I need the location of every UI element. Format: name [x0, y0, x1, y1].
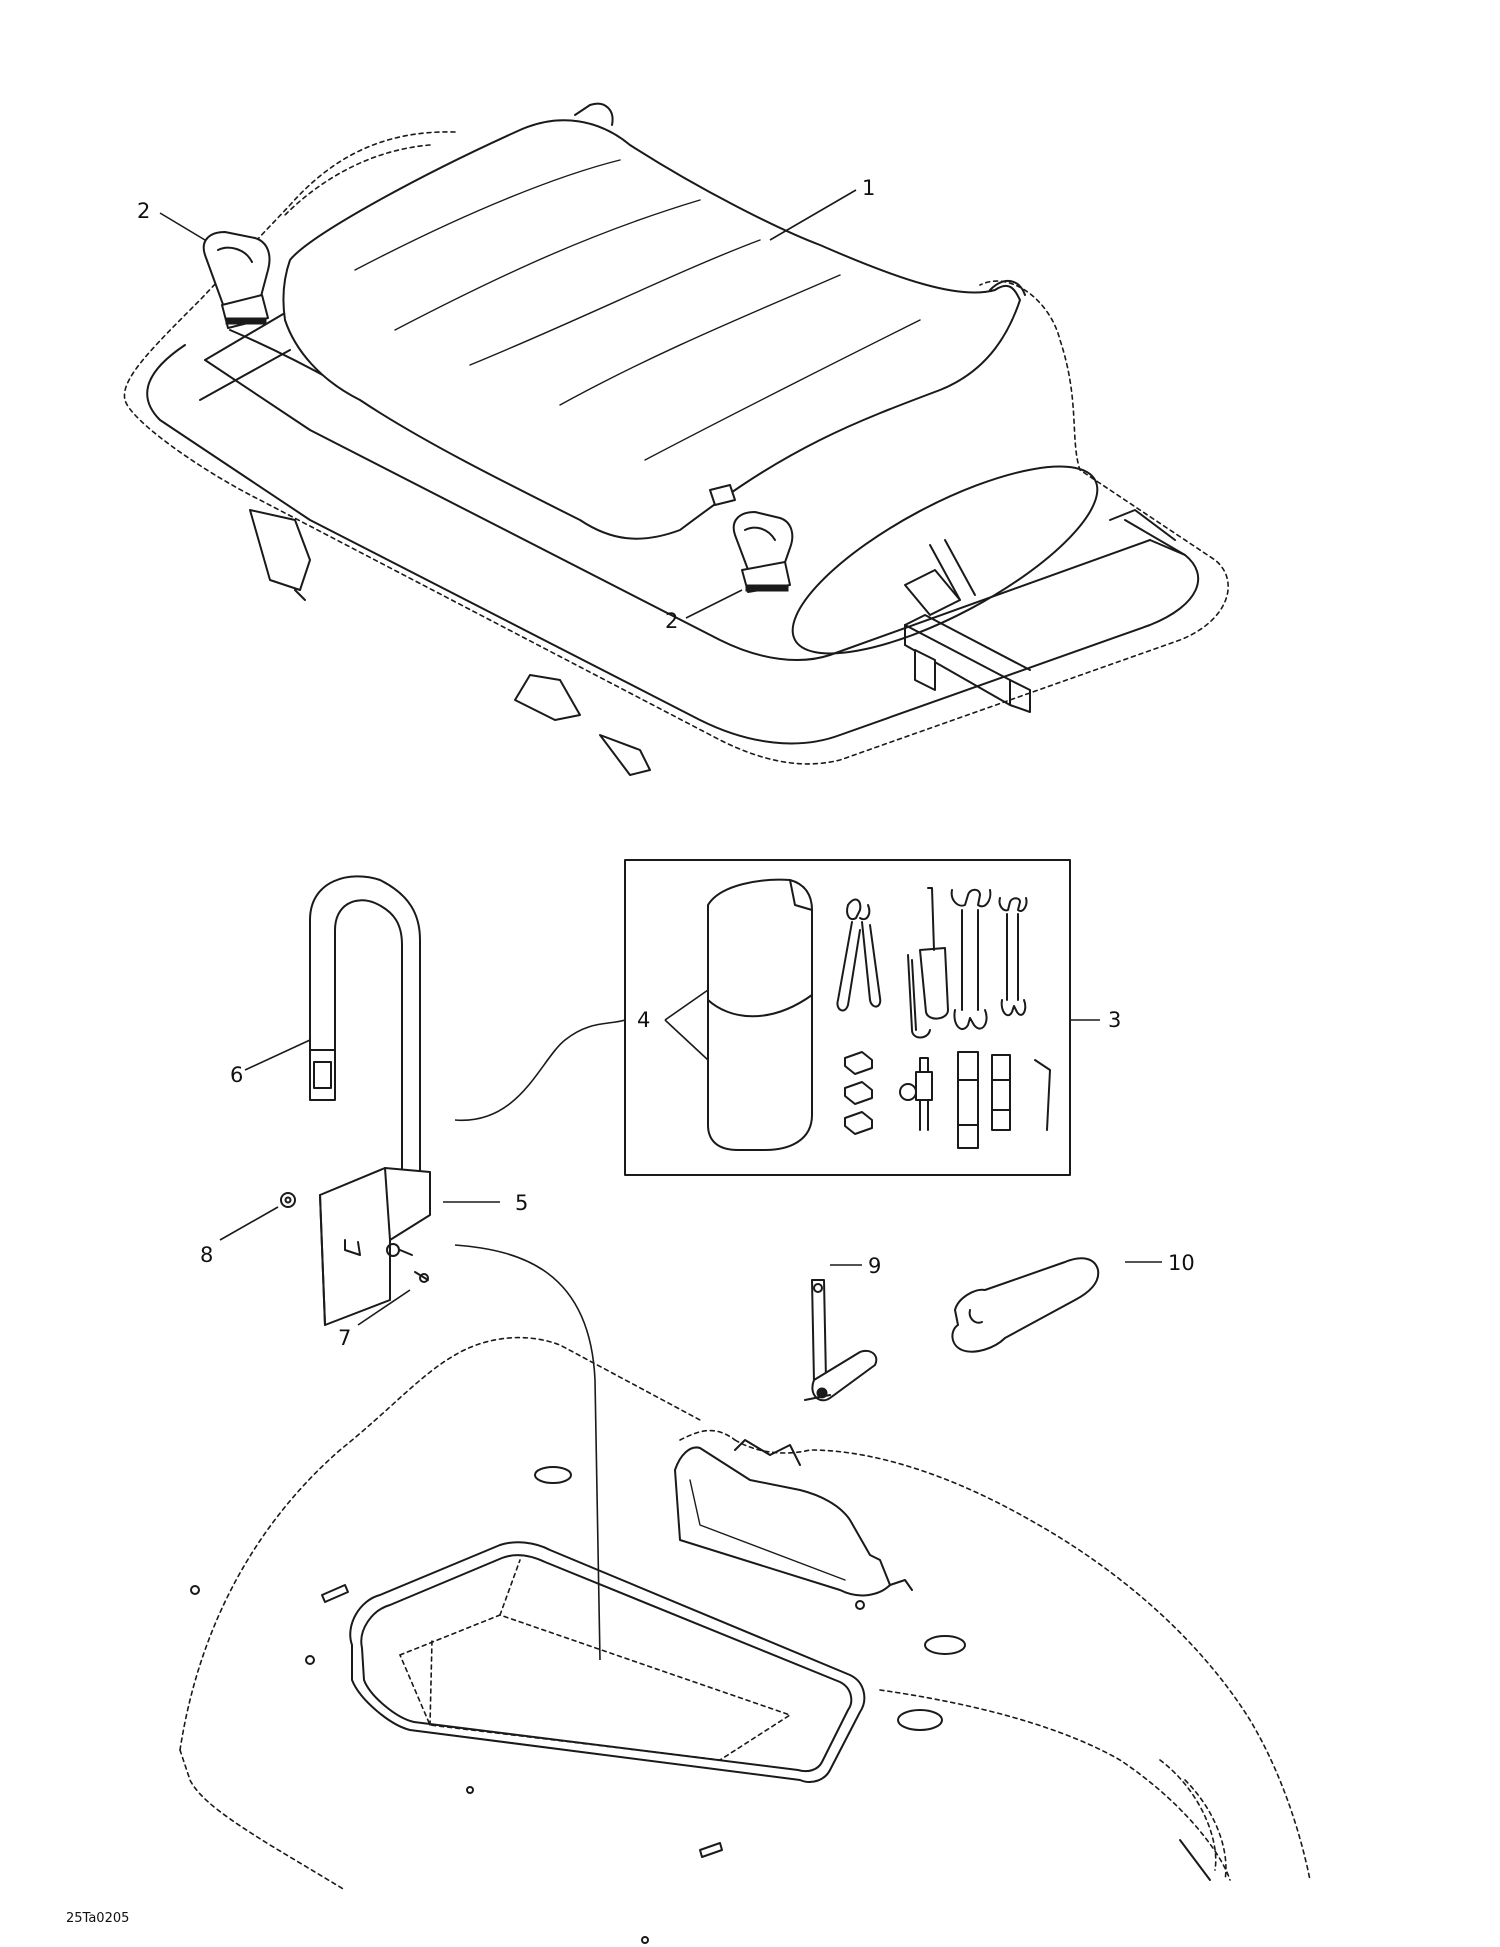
fuse-icon	[844, 1051, 873, 1135]
leader-8	[219, 1206, 279, 1241]
rod-tool	[804, 1279, 878, 1402]
cushion-clip	[709, 484, 736, 506]
pliers-icon	[836, 898, 882, 1012]
leader-2a	[159, 212, 206, 241]
leader-strap-to-kit	[454, 1019, 626, 1121]
leader-7	[357, 1289, 411, 1326]
callout-5: 5	[515, 1191, 528, 1215]
callout-1: 1	[862, 176, 875, 200]
callout-9: 9	[868, 1254, 881, 1278]
reference-code: 25Ta0205	[66, 1911, 129, 1926]
rack-frame	[123, 131, 1229, 776]
screwdriver-icon	[907, 887, 949, 1039]
washer	[280, 1192, 296, 1208]
callout-7: 7	[338, 1326, 351, 1350]
tool-kit-box	[624, 859, 1071, 1176]
screw	[414, 1271, 429, 1283]
callout-10: 10	[1168, 1251, 1195, 1275]
leader-to-storage	[454, 1244, 601, 1661]
spanner-wrench	[951, 1257, 1100, 1353]
socket-wrench-icon	[957, 1051, 1011, 1149]
callout-2-left: 2	[137, 199, 150, 223]
hex-key-icon	[1034, 1059, 1051, 1131]
leader-2b	[685, 589, 743, 619]
leader-4	[664, 989, 709, 1061]
seat-cushion	[282, 102, 1026, 540]
leader-6	[244, 1039, 311, 1071]
callout-6: 6	[230, 1063, 243, 1087]
storage-body	[179, 1336, 1311, 1944]
leader-1	[769, 189, 857, 241]
latch-left	[202, 231, 271, 329]
callout-8: 8	[200, 1243, 213, 1267]
wrench-large-icon	[950, 888, 992, 1030]
callout-2-right: 2	[665, 609, 678, 633]
latch-right	[732, 511, 794, 593]
callout-4: 4	[637, 1008, 650, 1032]
holder-bracket	[319, 1167, 431, 1326]
tool-bag	[707, 878, 813, 1151]
spark-plug-icon	[899, 1057, 933, 1131]
wrench-small-icon	[998, 897, 1028, 1017]
strap	[309, 875, 421, 1201]
callout-3: 3	[1108, 1008, 1121, 1032]
